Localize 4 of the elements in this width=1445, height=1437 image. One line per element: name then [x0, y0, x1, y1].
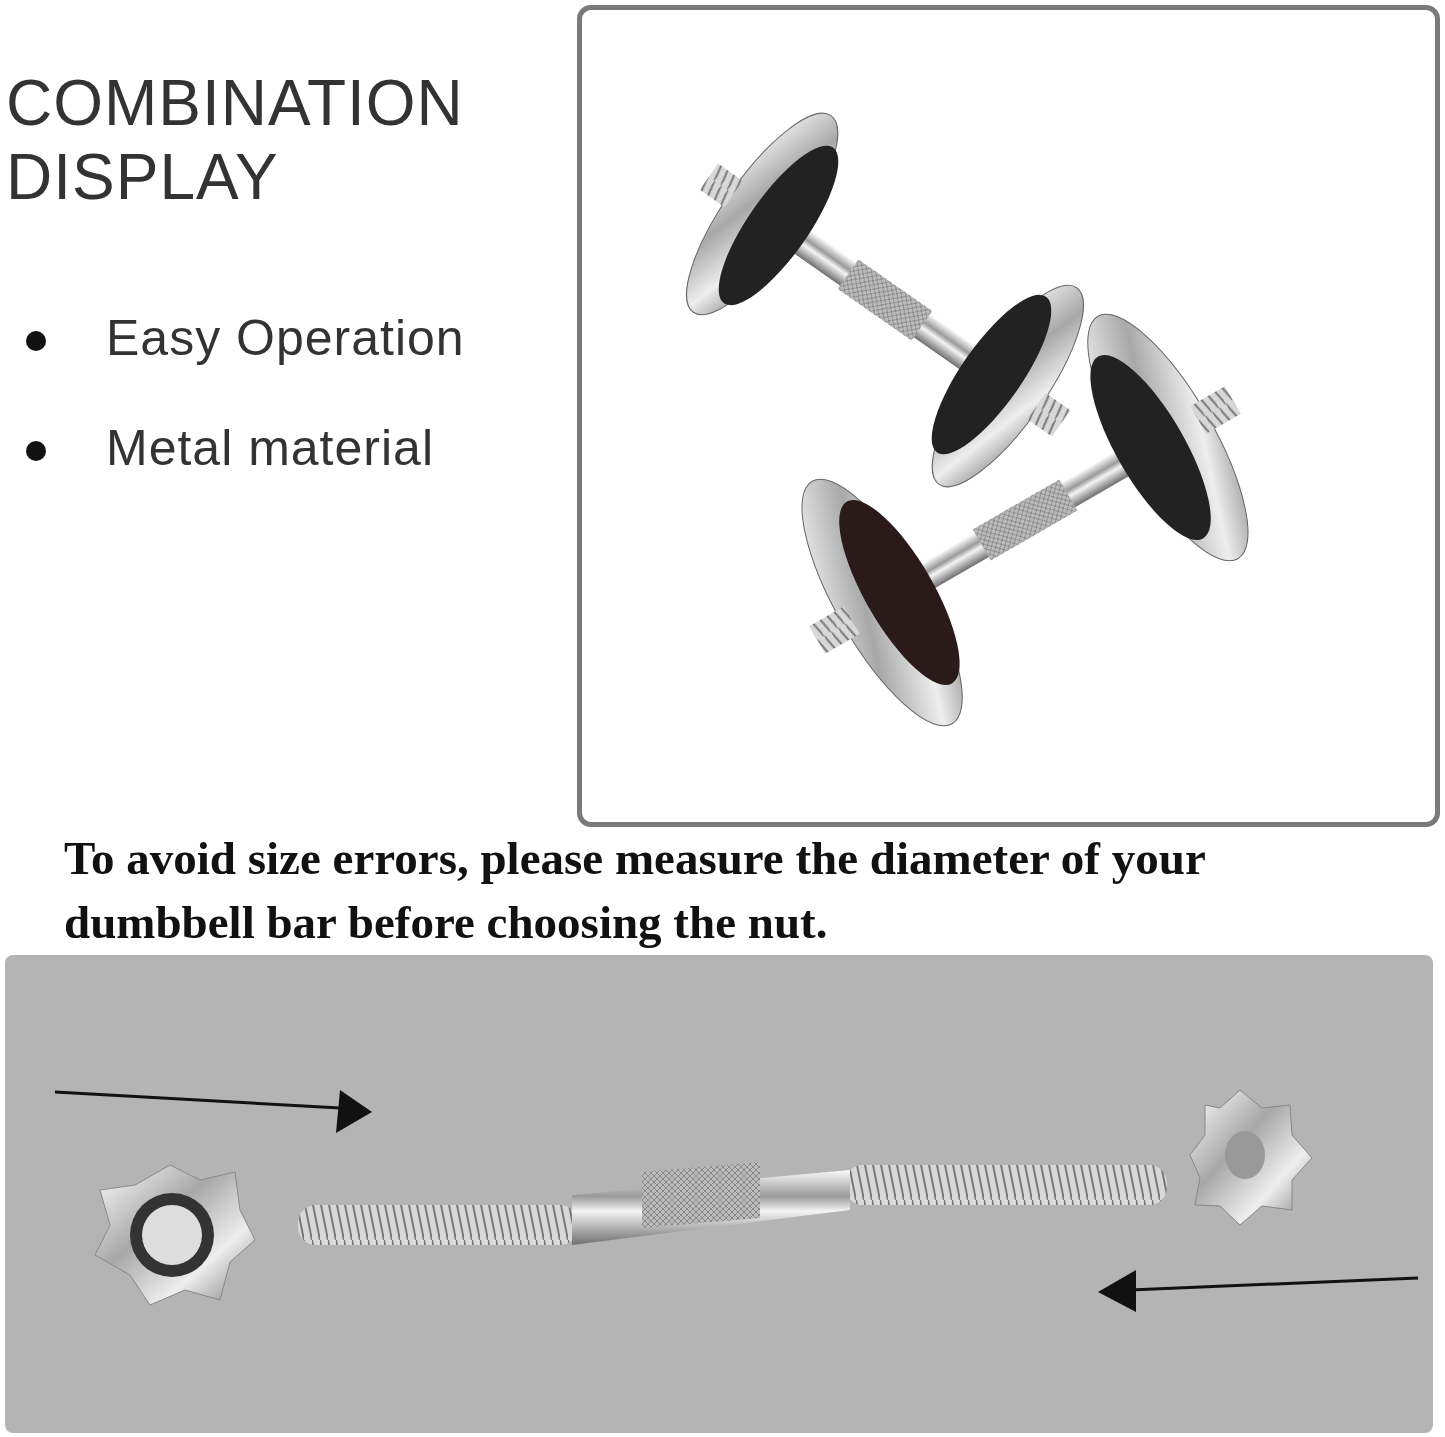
list-item-text: Metal material — [106, 419, 434, 477]
list-item-text: Easy Operation — [106, 309, 465, 367]
heading: COMBINATION DISPLAY — [6, 66, 465, 214]
note-text: To avoid size errors, please measure the diameter of your dumbbell bar before choosing the nut. — [64, 831, 1206, 950]
